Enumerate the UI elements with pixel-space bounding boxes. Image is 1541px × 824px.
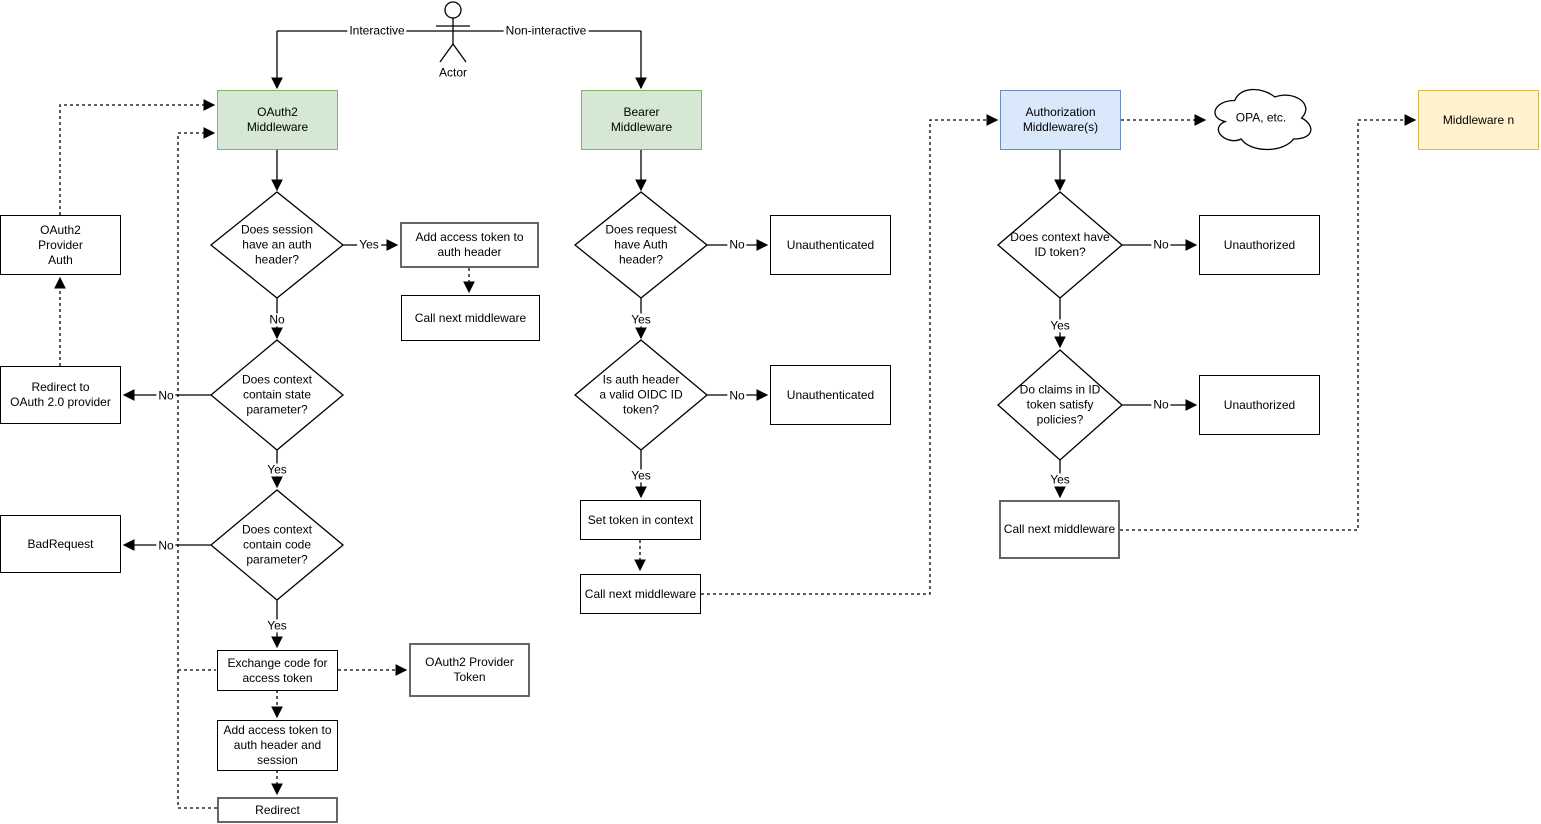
node-unauthorized-2-label: Unauthorized — [1223, 397, 1296, 412]
edge-label-no: No — [156, 388, 176, 403]
edge-bearercallnext-authz — [701, 114, 999, 595]
node-call-next-middleware-1[interactable]: Call next middleware — [401, 295, 540, 341]
edge-label-no: No — [267, 312, 287, 327]
node-call-next-middleware-2-label: Call next middleware — [584, 586, 697, 601]
decision-request-auth-header[interactable]: Does request have Auth header? — [605, 222, 677, 267]
decision-context-code-shape — [209, 489, 345, 601]
decision-context-state[interactable]: Does context contain state parameter? — [241, 372, 313, 417]
dashed-connectors — [54, 99, 1417, 809]
decision-claims-policies[interactable]: Do claims in ID token satisfy policies? — [1019, 382, 1101, 427]
node-bad-request[interactable]: BadRequest — [0, 515, 121, 573]
node-oauth2-provider-token[interactable]: OAuth2 Provider Token — [409, 643, 530, 697]
node-oauth2-provider-auth-label: OAuth2 Provider Auth — [38, 222, 83, 267]
node-exchange-code[interactable]: Exchange code for access token — [217, 650, 338, 691]
decision-context-id-token[interactable]: Does context have ID token? — [1010, 230, 1110, 259]
node-redirect[interactable]: Redirect — [217, 797, 338, 823]
edge-label-yes: Yes — [265, 618, 289, 633]
edge-label-yes: Yes — [629, 312, 653, 327]
decision-valid-oidc-token-shape — [573, 339, 709, 451]
node-add-token-header-session-label: Add access token to auth header and sess… — [223, 723, 332, 767]
node-add-token-auth-header[interactable]: Add access token to auth header — [400, 222, 539, 268]
node-bearer-middleware[interactable]: Bearer Middleware — [581, 90, 702, 150]
node-call-next-middleware-1-label: Call next middleware — [414, 310, 527, 325]
edge-providerauth-oauth2mw — [59, 99, 216, 215]
edge-label-yes: Yes — [357, 237, 381, 252]
node-bearer-middleware-label: Bearer Middleware — [610, 105, 673, 134]
edge-label-interactive: Interactive — [347, 23, 407, 38]
node-call-next-middleware-2[interactable]: Call next middleware — [580, 574, 701, 614]
node-add-token-auth-header-label: Add access token to auth header — [415, 230, 524, 259]
decision-valid-oidc-token[interactable]: Is auth header a valid OIDC ID token? — [599, 372, 683, 417]
node-exchange-code-label: Exchange code for access token — [227, 655, 328, 685]
node-set-token-context[interactable]: Set token in context — [580, 500, 701, 540]
opa-cloud-label: OPA, etc. — [1235, 110, 1287, 125]
node-redirect-to-provider-label: Redirect to OAuth 2.0 provider — [10, 380, 111, 409]
edge-redirect-oauth2mw — [177, 127, 217, 809]
edge-label-no: No — [156, 538, 176, 553]
decision-session-auth-header[interactable]: Does session have an auth header? — [240, 222, 314, 267]
node-authorization-middleware[interactable]: Authorization Middleware(s) — [1000, 90, 1121, 150]
actor-label: Actor — [438, 65, 468, 80]
opa-cloud-shape[interactable] — [1214, 88, 1312, 151]
decision-request-auth-header-shape — [573, 191, 709, 299]
node-unauthenticated-2[interactable]: Unauthenticated — [770, 365, 891, 425]
edge-label-yes: Yes — [1048, 472, 1072, 487]
node-oauth2-provider-auth[interactable]: OAuth2 Provider Auth — [0, 215, 121, 275]
decision-context-id-token-shape — [996, 191, 1124, 299]
edge-label-yes: Yes — [265, 462, 289, 477]
node-oauth2-middleware[interactable]: OAuth2 Middleware — [217, 90, 338, 150]
edge-label-no: No — [1151, 237, 1171, 252]
node-unauthorized-1[interactable]: Unauthorized — [1199, 215, 1320, 275]
edge-label-no: No — [727, 388, 747, 403]
edge-label-non-interactive: Non-interactive — [503, 23, 589, 38]
node-redirect-to-provider[interactable]: Redirect to OAuth 2.0 provider — [0, 366, 121, 424]
node-authorization-middleware-label: Authorization Middleware(s) — [1022, 105, 1099, 134]
decision-claims-policies-shape — [997, 349, 1123, 461]
node-add-token-header-session[interactable]: Add access token to auth header and sess… — [217, 720, 338, 771]
node-set-token-context-label: Set token in context — [587, 512, 694, 527]
node-oauth2-middleware-label: OAuth2 Middleware — [246, 105, 309, 134]
node-unauthorized-2[interactable]: Unauthorized — [1199, 375, 1320, 435]
node-call-next-middleware-3[interactable]: Call next middleware — [999, 500, 1120, 559]
node-unauthenticated-2-label: Unauthenticated — [786, 387, 875, 402]
node-unauthenticated-1[interactable]: Unauthenticated — [770, 215, 891, 275]
edge-label-yes: Yes — [1048, 318, 1072, 333]
edge-label-no: No — [727, 237, 747, 252]
node-redirect-label: Redirect — [255, 802, 300, 817]
node-middleware-n-label: Middleware n — [1442, 112, 1515, 127]
node-middleware-n[interactable]: Middleware n — [1418, 90, 1539, 150]
decision-context-state-shape — [209, 339, 345, 451]
node-bad-request-label: BadRequest — [27, 536, 94, 551]
node-unauthorized-1-label: Unauthorized — [1223, 237, 1296, 252]
node-oauth2-provider-token-label: OAuth2 Provider Token — [425, 655, 514, 684]
decision-shapes[interactable] — [209, 191, 1124, 601]
decision-session-auth-header-shape — [209, 191, 345, 299]
edge-label-no: No — [1151, 397, 1171, 412]
edge-label-yes: Yes — [629, 468, 653, 483]
edge-authzcallnext-middlewaren — [1120, 114, 1417, 531]
decision-context-code[interactable]: Does context contain code parameter? — [241, 522, 313, 567]
actor-figure[interactable] — [436, 1, 470, 63]
node-unauthenticated-1-label: Unauthenticated — [786, 237, 875, 252]
node-call-next-middleware-3-label: Call next middleware — [1003, 522, 1116, 536]
